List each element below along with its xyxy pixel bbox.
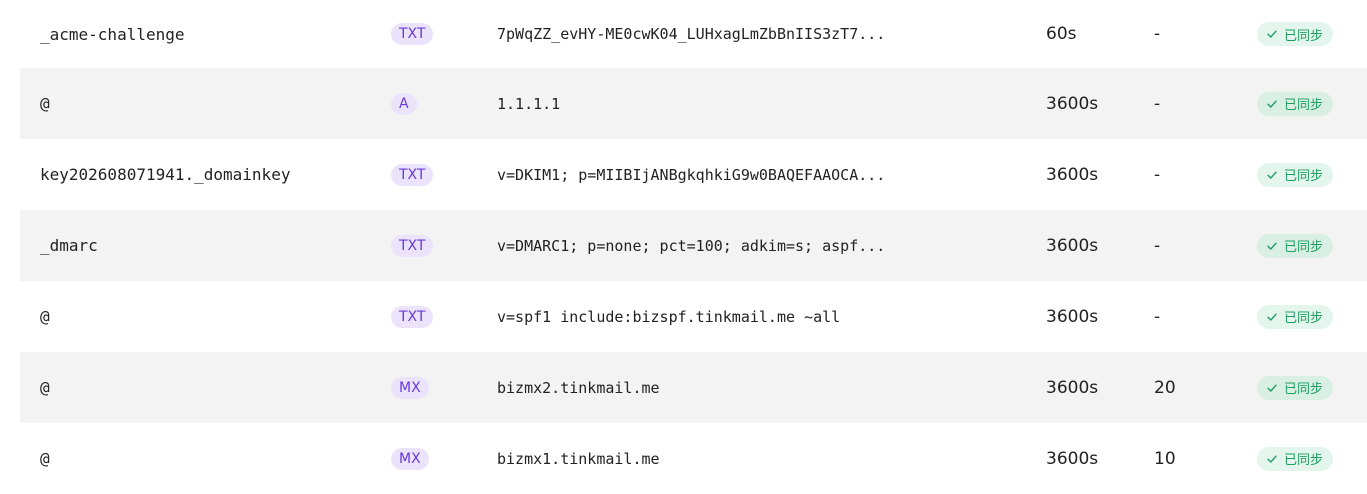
table-row[interactable]: @ A 1.1.1.1 3600s - 已同步 bbox=[20, 68, 1367, 139]
record-host: key202608071941._domainkey bbox=[40, 165, 291, 184]
record-priority: - bbox=[1154, 306, 1161, 327]
status-label: 已同步 bbox=[1284, 240, 1324, 255]
record-value: v=spf1 include:bizspf.tinkmail.me ~all bbox=[497, 307, 841, 326]
record-type-badge: A bbox=[391, 92, 417, 115]
status-badge: 已同步 bbox=[1257, 91, 1334, 116]
check-icon bbox=[1267, 242, 1277, 250]
record-priority: - bbox=[1154, 24, 1161, 44]
status-badge: 已同步 bbox=[1257, 233, 1334, 258]
status-label: 已同步 bbox=[1284, 28, 1324, 44]
status-label: 已同步 bbox=[1284, 453, 1324, 468]
record-type-badge: TXT bbox=[391, 234, 434, 257]
record-priority: - bbox=[1154, 235, 1161, 256]
record-value: 1.1.1.1 bbox=[497, 94, 561, 113]
record-ttl: 3600s bbox=[1046, 93, 1099, 114]
check-icon bbox=[1267, 313, 1277, 321]
status-label: 已同步 bbox=[1284, 169, 1324, 184]
record-priority: - bbox=[1154, 93, 1161, 114]
table-row[interactable]: _acme-challenge TXT 7pWqZZ_evHY-ME0cwK04… bbox=[20, 0, 1367, 68]
record-ttl: 3600s bbox=[1046, 377, 1099, 398]
check-icon bbox=[1267, 30, 1277, 38]
table-row[interactable]: _dmarc TXT v=DMARC1; p=none; pct=100; ad… bbox=[20, 210, 1367, 281]
record-value: 7pWqZZ_evHY-ME0cwK04_LUHxagLmZbBnIIS3zT7… bbox=[497, 25, 886, 43]
table-row[interactable]: @ MX bizmx1.tinkmail.me 3600s 10 已同步 bbox=[20, 423, 1367, 494]
record-value: bizmx1.tinkmail.me bbox=[497, 449, 660, 468]
check-icon bbox=[1267, 100, 1277, 108]
record-host: @ bbox=[40, 378, 50, 397]
record-priority: - bbox=[1154, 164, 1161, 185]
dns-records-table: _acme-challenge TXT 7pWqZZ_evHY-ME0cwK04… bbox=[20, 0, 1367, 494]
record-type-badge: TXT bbox=[391, 23, 434, 45]
record-type-badge: MX bbox=[391, 376, 429, 399]
status-label: 已同步 bbox=[1284, 382, 1324, 397]
record-value: v=DKIM1; p=MIIBIjANBgkqhkiG9w0BAQEFAAOCA… bbox=[497, 165, 886, 184]
record-priority: 10 bbox=[1154, 448, 1176, 469]
record-host: _dmarc bbox=[40, 236, 98, 255]
record-ttl: 3600s bbox=[1046, 235, 1099, 256]
table-row[interactable]: @ TXT v=spf1 include:bizspf.tinkmail.me … bbox=[20, 281, 1367, 352]
record-ttl: 3600s bbox=[1046, 306, 1099, 327]
record-host: @ bbox=[40, 94, 50, 113]
check-icon bbox=[1267, 384, 1277, 392]
record-priority: 20 bbox=[1154, 377, 1176, 398]
record-type-badge: MX bbox=[391, 447, 429, 470]
record-host: @ bbox=[40, 449, 50, 468]
status-label: 已同步 bbox=[1284, 98, 1324, 113]
record-host: @ bbox=[40, 307, 50, 326]
record-host: _acme-challenge bbox=[40, 24, 185, 44]
status-label: 已同步 bbox=[1284, 311, 1324, 326]
table-row[interactable]: @ MX bizmx2.tinkmail.me 3600s 20 已同步 bbox=[20, 352, 1367, 423]
record-ttl: 60s bbox=[1046, 24, 1077, 44]
record-ttl: 3600s bbox=[1046, 448, 1099, 469]
record-value: v=DMARC1; p=none; pct=100; adkim=s; aspf… bbox=[497, 236, 886, 255]
check-icon bbox=[1267, 455, 1277, 463]
status-badge: 已同步 bbox=[1257, 162, 1334, 187]
record-type-badge: TXT bbox=[391, 163, 434, 186]
status-badge: 已同步 bbox=[1257, 304, 1334, 329]
check-icon bbox=[1267, 171, 1277, 179]
status-badge: 已同步 bbox=[1257, 446, 1334, 471]
record-type-badge: TXT bbox=[391, 305, 434, 328]
table-row[interactable]: key202608071941._domainkey TXT v=DKIM1; … bbox=[20, 139, 1367, 210]
record-ttl: 3600s bbox=[1046, 164, 1099, 185]
status-badge: 已同步 bbox=[1257, 375, 1334, 400]
record-value: bizmx2.tinkmail.me bbox=[497, 378, 660, 397]
status-badge: 已同步 bbox=[1257, 22, 1334, 46]
